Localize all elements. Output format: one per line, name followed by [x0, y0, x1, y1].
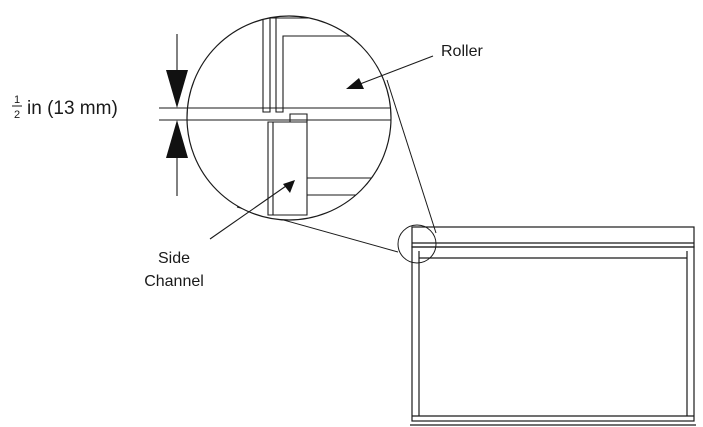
- dimension-arrow-down: [166, 70, 188, 108]
- fraction-denominator: 2: [14, 109, 20, 121]
- side-channel-label-line1: Side: [158, 250, 190, 267]
- dimension-extension-lines: [159, 34, 190, 196]
- magnifier-connector-upper: [386, 79, 437, 234]
- screen-frame-outer: [411, 246, 695, 422]
- detail-circle: [186, 15, 392, 221]
- roller-housing: [411, 226, 695, 248]
- dimension-label: 1 2 in (13 mm): [12, 94, 118, 121]
- magnifier-small-circle: [397, 224, 437, 264]
- roller-label: Roller: [441, 43, 483, 60]
- fraction-numerator: 1: [14, 94, 20, 106]
- roller-callout-arrow: [346, 55, 434, 89]
- roller-bracket-inner: [275, 16, 391, 113]
- side-channel-callout-arrow: [209, 180, 295, 240]
- detail-contents: [187, 16, 391, 216]
- side-channel-label-line2: Channel: [144, 273, 204, 290]
- screen-front-view: [410, 226, 696, 426]
- dimension-text: in (13 mm): [27, 98, 118, 119]
- side-channel-body: [267, 121, 308, 216]
- dimension-arrow-up: [166, 120, 188, 158]
- side-channel-top-cap: [268, 113, 308, 123]
